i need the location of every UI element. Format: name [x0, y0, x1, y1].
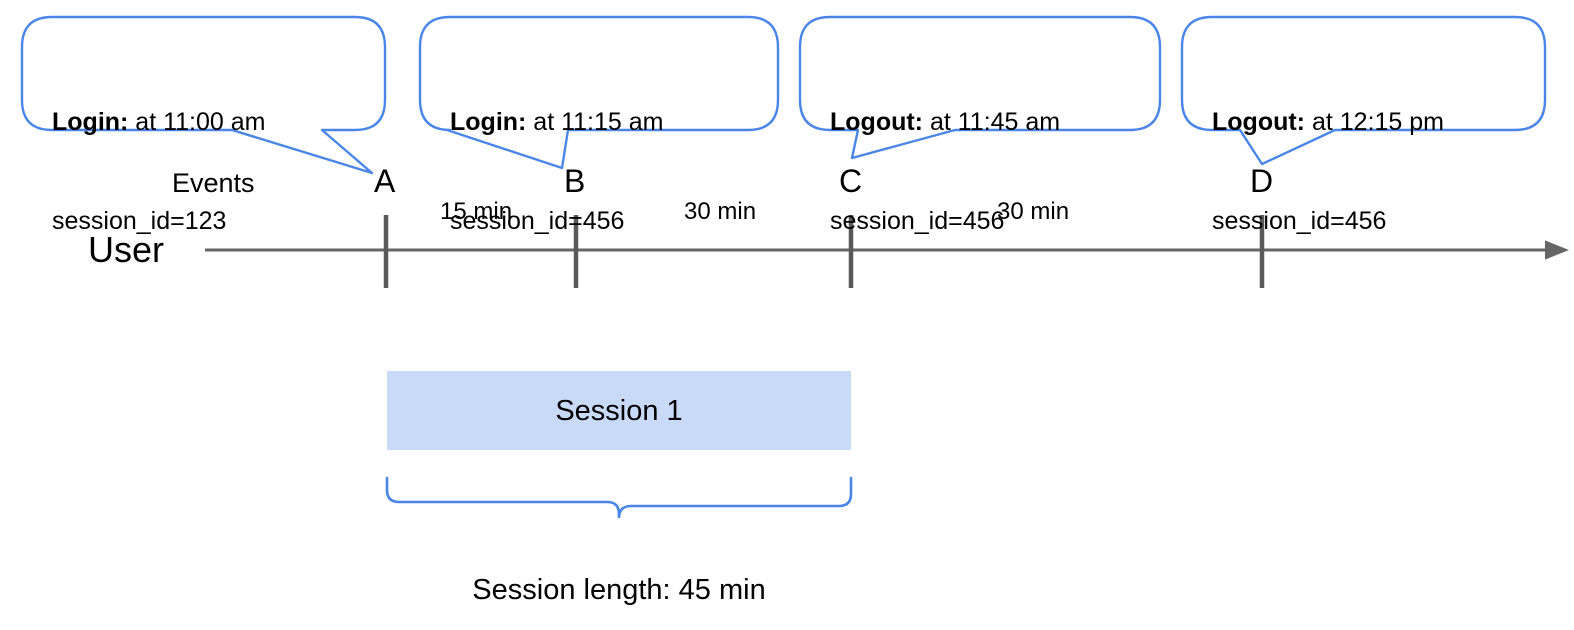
event-marker-d: D [1250, 163, 1274, 199]
callout-a-time: at 11:00 am [128, 108, 266, 136]
callout-a-text: Login: at 11:00 am session_id=123 [52, 40, 265, 304]
duration-b-c: 30 min [684, 198, 757, 225]
callout-a-event: Login: [52, 108, 129, 136]
duration-a-b: 15 min [440, 198, 513, 225]
callout-d-time: at 12:15 pm [1305, 108, 1444, 136]
duration-c-d: 30 min [997, 198, 1070, 225]
callout-d-session: session_id=456 [1212, 207, 1387, 235]
events-row-label: Events [172, 168, 255, 198]
session-brace [385, 476, 853, 519]
session-bar [387, 371, 851, 450]
event-marker-a: A [374, 163, 396, 199]
session-length-label: Session length: 45 min [472, 574, 766, 606]
callout-bubble-b [418, 15, 780, 170]
callout-bubble-a [20, 15, 387, 175]
callout-c-time: at 11:45 am [923, 108, 1061, 136]
callout-a-session: session_id=123 [52, 207, 227, 235]
callout-bubble-d [1180, 15, 1547, 166]
callout-d-event: Logout: [1212, 108, 1306, 136]
callout-c-session: session_id=456 [830, 207, 1005, 235]
session-bar-label: Session 1 [555, 395, 683, 427]
callout-b-time: at 11:15 am [526, 108, 664, 136]
event-marker-c: C [839, 163, 863, 199]
callout-b-event: Login: [450, 108, 527, 136]
callout-b-text: Login: at 11:15 am session_id=456 [450, 40, 663, 304]
callout-b-session: session_id=456 [450, 207, 625, 235]
callout-d-text: Logout: at 12:15 pm session_id=456 [1212, 40, 1444, 304]
callout-c-text: Logout: at 11:45 am session_id=456 [830, 40, 1060, 304]
timeline-axis [205, 215, 1569, 288]
callout-c-event: Logout: [830, 108, 924, 136]
event-marker-b: B [564, 163, 586, 199]
user-row-label: User [88, 229, 165, 270]
callout-bubble-c [798, 15, 1162, 160]
